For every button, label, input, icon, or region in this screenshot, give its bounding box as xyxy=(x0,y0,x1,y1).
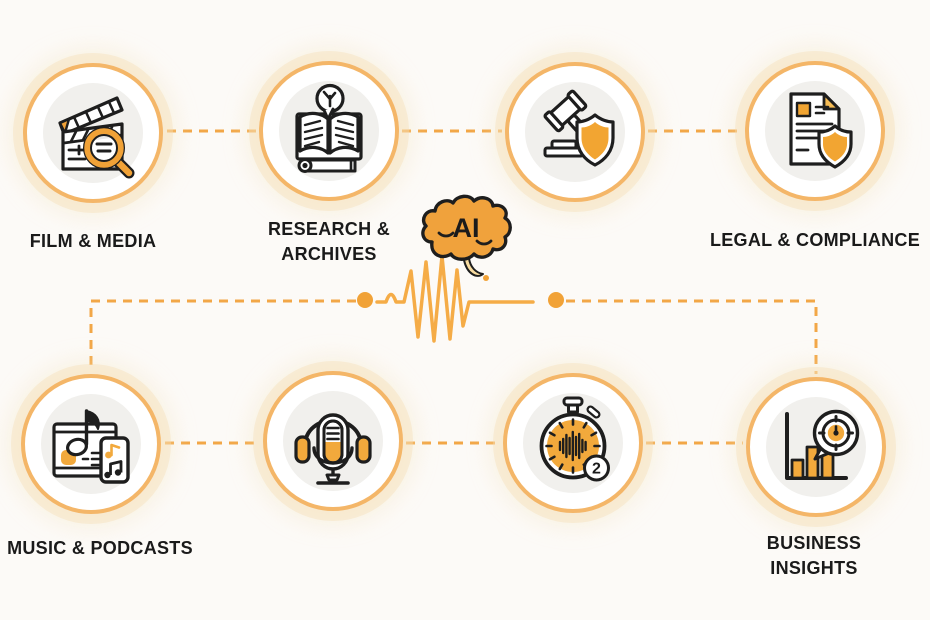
document-shield-icon xyxy=(789,92,853,169)
ai-brain-icon: AI xyxy=(421,194,512,281)
clapperboard-magnifier-icon xyxy=(58,96,135,179)
node-legal-compliance xyxy=(745,61,885,201)
gavel-shield-icon xyxy=(543,89,615,167)
bar-chart-target-icon xyxy=(785,409,860,480)
stopwatch-soundwave-icon: 2 xyxy=(539,396,610,482)
node-research-archives xyxy=(259,61,399,201)
node-film-media xyxy=(23,63,163,203)
microphone-headphones-icon xyxy=(294,413,372,485)
ai-brain: AI xyxy=(416,194,516,284)
dashed-connector xyxy=(566,299,818,374)
connector-dot xyxy=(357,292,373,308)
label-music-podcasts: MUSIC & PODCASTS xyxy=(7,538,193,558)
node-music-podcasts xyxy=(21,374,161,514)
node-microphone xyxy=(263,371,403,511)
label-business-insights: BUSINESS INSIGHTS xyxy=(766,533,862,578)
label-film-media: FILM & MEDIA xyxy=(29,231,157,251)
open-book-research-icon xyxy=(295,83,363,173)
node-business-insights xyxy=(746,377,886,517)
node-gavel-shield xyxy=(505,62,645,202)
node-stopwatch: 2 xyxy=(503,373,643,513)
music-player-phone-icon xyxy=(52,409,130,484)
connector-dot xyxy=(548,292,564,308)
stopwatch-badge: 2 xyxy=(592,461,601,478)
label-research-archives: RESEARCH & ARCHIVES xyxy=(267,219,390,264)
ai-label: AI xyxy=(453,213,480,243)
dashed-connector xyxy=(89,299,356,371)
label-legal-compliance: LEGAL & COMPLIANCE xyxy=(709,230,921,250)
